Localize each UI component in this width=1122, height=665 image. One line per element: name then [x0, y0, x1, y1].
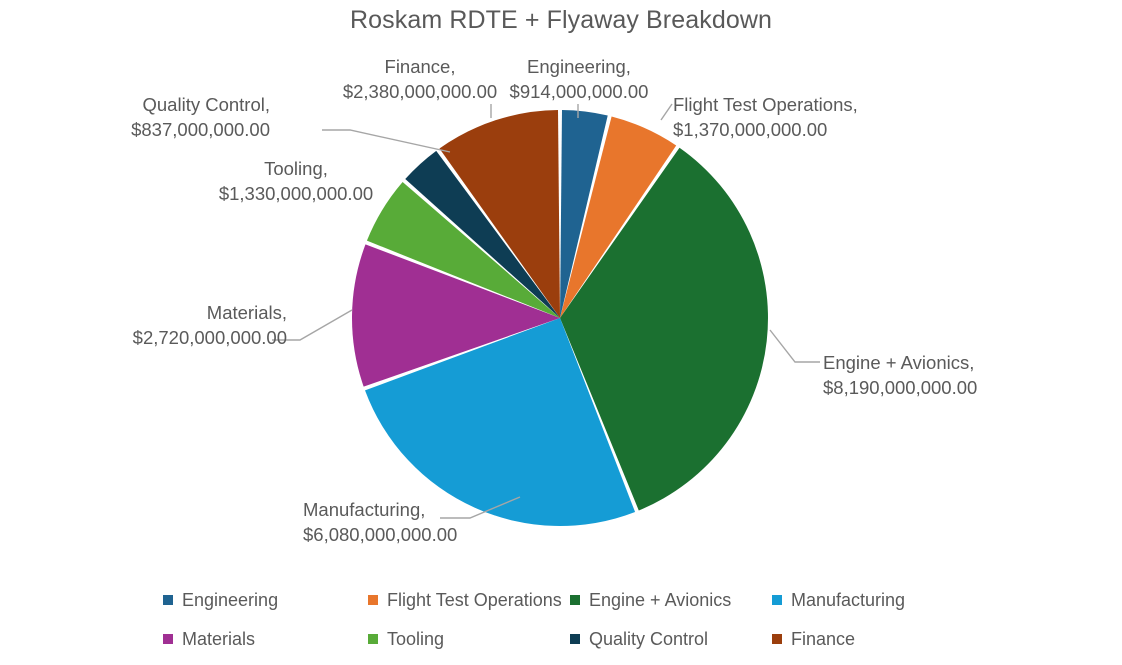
chart-title: Roskam RDTE + Flyaway Breakdown [350, 6, 772, 34]
legend-item-materials[interactable]: Materials [163, 627, 255, 651]
pie-slice[interactable] [560, 116, 677, 319]
pie-data-label: Flight Test Operations, $1,370,000,000.00 [673, 92, 873, 142]
legend-swatch-icon [772, 634, 782, 644]
pie-data-label-name: Flight Test Operations, [673, 94, 858, 115]
legend-item-flight-test-operations[interactable]: Flight Test Operations [368, 588, 562, 612]
legend-label: Manufacturing [791, 590, 906, 610]
leader-line [440, 496, 521, 519]
legend-item-engine-avionics[interactable]: Engine + Avionics [570, 588, 731, 612]
leader-line [272, 309, 353, 341]
legend-item-tooling[interactable]: Tooling [368, 627, 444, 651]
legend-item-quality-control[interactable]: Quality Control [570, 627, 708, 651]
legend-swatch-icon [163, 595, 173, 605]
legend-label: Engine + Avionics [589, 590, 732, 610]
pie-slice[interactable] [405, 150, 560, 318]
pie-data-label-value: $2,380,000,000.00 [342, 81, 498, 102]
pie-data-label-name: Engineering, [527, 56, 631, 77]
pie-data-label-name: Quality Control, [142, 94, 271, 115]
legend-label: Flight Test Operations [387, 590, 562, 610]
pie-data-label-value: $1,370,000,000.00 [673, 119, 828, 140]
pie-slice[interactable] [560, 110, 608, 318]
legend-row-1: Engineering Flight Test Operations Engine … [0, 588, 1122, 626]
pie-data-label-name: Tooling, [264, 158, 328, 179]
pie-data-label-value: $6,080,000,000.00 [303, 524, 458, 545]
pie-data-label-value: $914,000,000.00 [509, 81, 649, 102]
legend-item-finance[interactable]: Finance [772, 627, 855, 651]
legend-label: Materials [182, 629, 256, 649]
pie-data-label: Engineering, $914,000,000.00 [509, 54, 649, 104]
legend-swatch-icon [570, 595, 580, 605]
pie-data-label-name: Engine + Avionics, [823, 352, 975, 373]
legend-swatch-icon [368, 595, 378, 605]
legend-label: Quality Control [589, 629, 709, 649]
legend-swatch-icon [163, 634, 173, 644]
leader-line [660, 103, 673, 121]
pie-data-label: Engine + Avionics, $8,190,000,000.00 [823, 350, 1003, 400]
pie-data-label: Tooling, $1,330,000,000.00 [206, 156, 386, 206]
pie-data-label: Materials, $2,720,000,000.00 [87, 300, 287, 350]
pie-data-label-name: Materials, [206, 302, 287, 323]
pie-slice[interactable] [352, 244, 560, 387]
legend-item-engineering[interactable]: Engineering [163, 588, 278, 612]
pie-data-label-value: $2,720,000,000.00 [132, 327, 287, 348]
legend-swatch-icon [772, 595, 782, 605]
legend-item-manufacturing[interactable]: Manufacturing [772, 588, 905, 612]
leader-line-group [272, 103, 820, 519]
pie-data-label-value: $8,190,000,000.00 [823, 377, 978, 398]
pie-slice[interactable] [439, 110, 560, 318]
legend-swatch-icon [570, 634, 580, 644]
legend-swatch-icon [368, 634, 378, 644]
chart-legend: Engineering Flight Test Operations Engine … [0, 588, 1122, 663]
legend-row-2: Materials Tooling Quality Control Finance [0, 627, 1122, 665]
pie-data-label-value: $837,000,000.00 [131, 119, 270, 140]
pie-slice[interactable] [560, 147, 768, 511]
pie-data-label: Manufacturing, $6,080,000,000.00 [303, 497, 503, 547]
legend-label: Finance [791, 629, 856, 649]
pie-data-label: Quality Control, $837,000,000.00 [70, 92, 270, 142]
pie-slice[interactable] [365, 318, 636, 527]
pie-slice[interactable] [366, 182, 560, 318]
pie-data-label-name: Manufacturing, [303, 499, 426, 520]
leader-line [769, 329, 820, 363]
legend-label: Engineering [182, 590, 279, 610]
pie-data-label-name: Finance, [384, 56, 456, 77]
leader-line [322, 129, 451, 153]
pie-data-label: Finance, $2,380,000,000.00 [330, 54, 510, 104]
pie-slice-group [352, 110, 768, 527]
pie-data-label-value: $1,330,000,000.00 [218, 183, 374, 204]
legend-label: Tooling [387, 629, 445, 649]
